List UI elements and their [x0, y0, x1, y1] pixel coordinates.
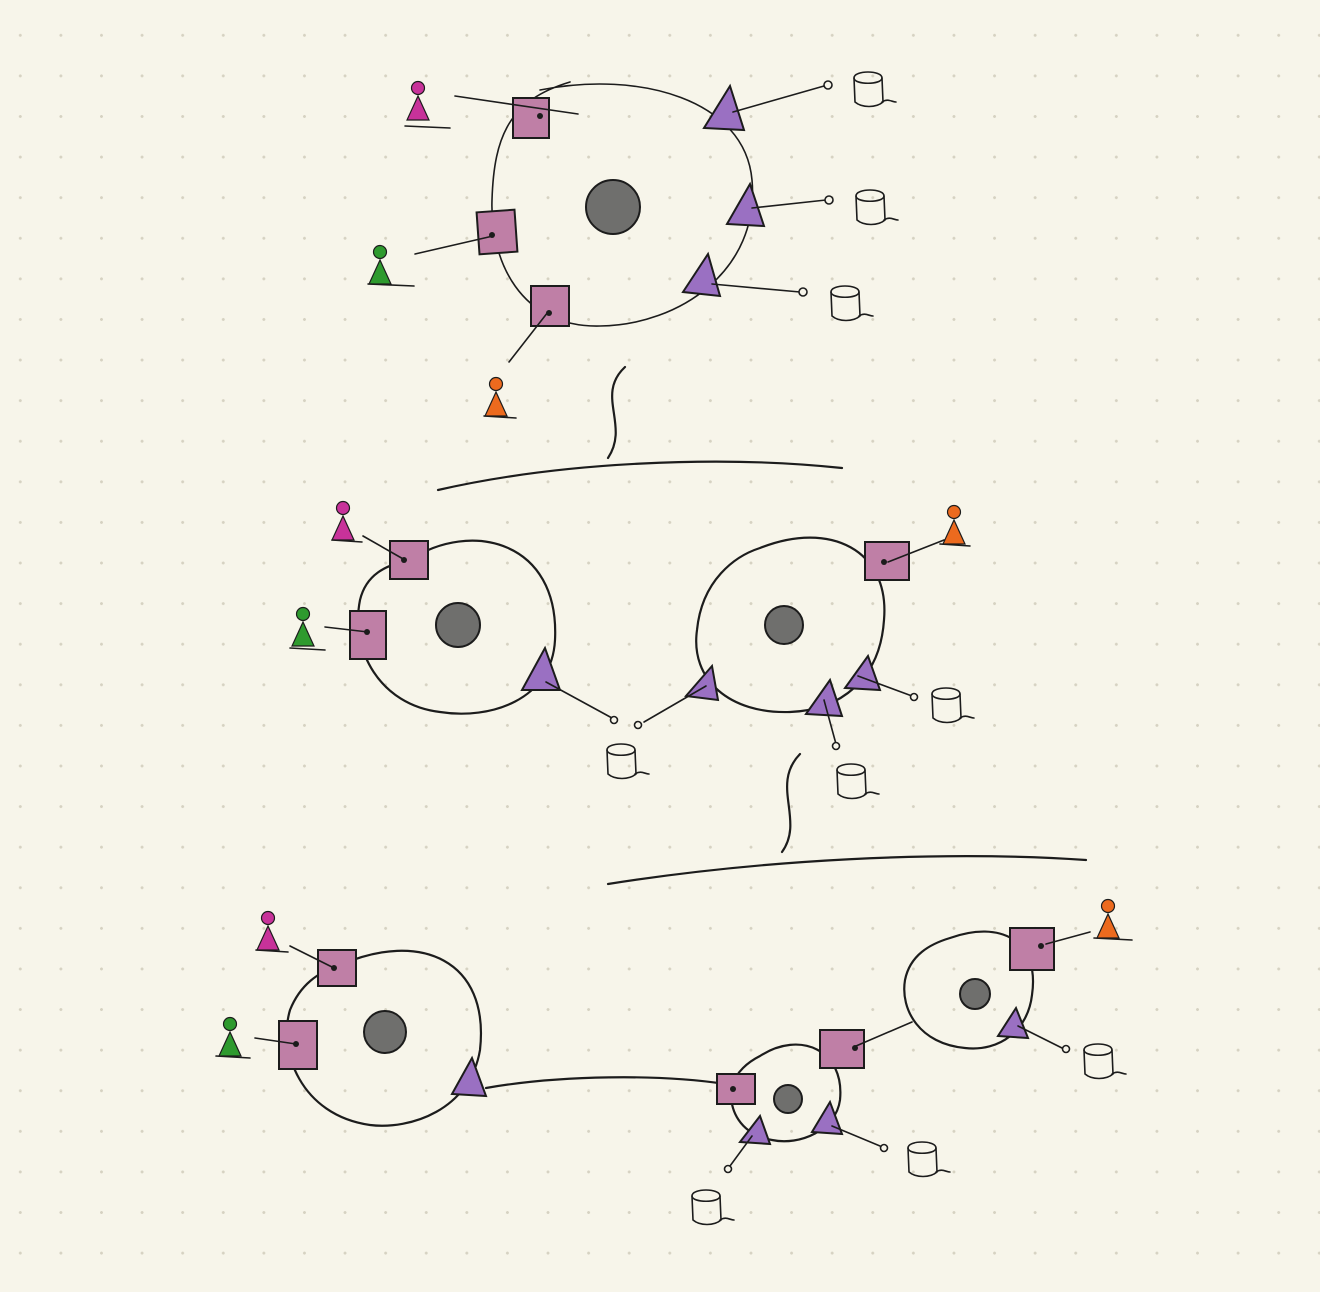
port-square-icon: [1009, 927, 1055, 971]
adapter-triangle-icon: [684, 663, 720, 702]
adapter-triangle-icon: [520, 645, 562, 691]
user-icon: [291, 606, 315, 647]
brace-divider: [606, 752, 1088, 886]
hexagon-boundary: [695, 536, 886, 714]
hexagon-core-icon: [959, 978, 991, 1010]
adapter-triangle-icon: [738, 1113, 772, 1146]
database-icon: [907, 1141, 951, 1178]
database-icon: [931, 687, 975, 724]
hexagon-core-icon: [764, 605, 804, 645]
adapter-triangle-icon: [702, 83, 746, 132]
adapter-triangle-icon: [450, 1055, 488, 1098]
user-icon: [1096, 898, 1120, 939]
user-icon: [942, 504, 966, 545]
port-square-icon: [475, 208, 519, 256]
user-icon: [256, 910, 280, 951]
hexagon-core-icon: [585, 179, 641, 235]
adapter-triangle-icon: [804, 677, 844, 718]
adapter-triangle-icon: [681, 251, 722, 298]
hexagon-core-icon: [363, 1010, 407, 1054]
port-square-icon: [864, 541, 910, 581]
port-square-icon: [512, 97, 550, 139]
user-icon: [368, 244, 392, 285]
hexagon-boundary: [491, 81, 754, 327]
user-icon: [331, 500, 355, 541]
user-icon: [218, 1016, 242, 1057]
database-icon: [606, 743, 650, 780]
port-square-icon: [530, 285, 570, 327]
adapter-triangle-icon: [810, 1099, 844, 1136]
hexagon-boundary: [285, 949, 483, 1127]
panel-two-hexagons: [289, 500, 975, 800]
user-icon: [484, 376, 508, 417]
database-icon: [853, 71, 897, 108]
hexagon-core-icon: [435, 602, 481, 648]
panel-four-hexagons: [215, 898, 1133, 1226]
adapter-triangle-icon: [996, 1005, 1030, 1040]
port-square-icon: [349, 610, 387, 660]
database-icon: [836, 763, 880, 800]
user-icon: [406, 80, 430, 121]
database-icon: [691, 1189, 735, 1226]
hexagon-boundary: [357, 539, 557, 715]
port-square-icon: [389, 540, 429, 580]
panel-single-hexagon: [367, 71, 899, 419]
database-icon: [855, 189, 899, 226]
adapter-triangle-icon: [725, 181, 766, 228]
database-icon: [1083, 1043, 1127, 1080]
brace-divider: [436, 365, 844, 492]
hexagon-core-icon: [773, 1084, 803, 1114]
database-icon: [830, 285, 874, 322]
